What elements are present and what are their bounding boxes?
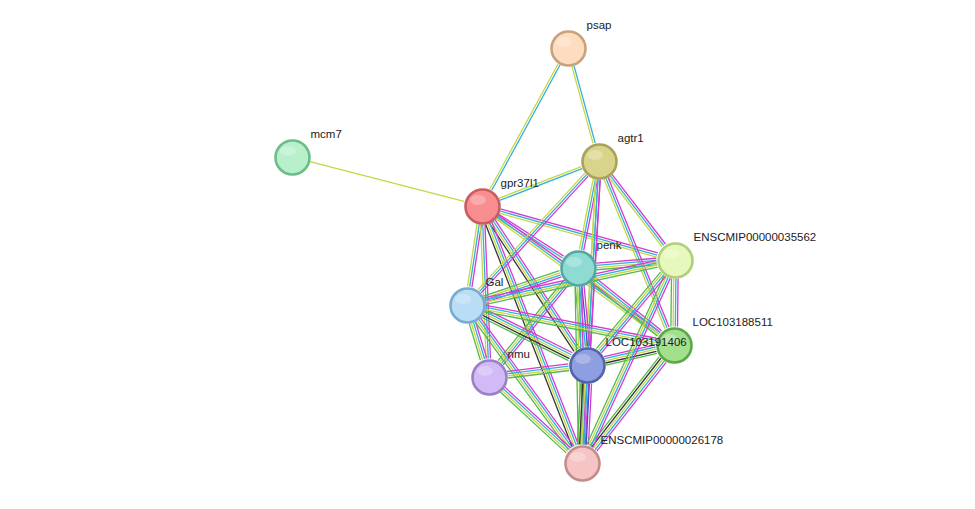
node-circle — [581, 143, 618, 180]
node-disc — [551, 31, 585, 65]
evidence-line — [470, 224, 479, 286]
evidence-line — [469, 324, 480, 361]
node-label: agtr1 — [618, 132, 644, 145]
node-highlight — [587, 150, 603, 160]
node-circle — [449, 287, 486, 324]
evidence-line — [492, 65, 560, 191]
node-highlight — [575, 354, 591, 364]
evidence-line — [490, 64, 558, 190]
node-circle — [471, 359, 508, 396]
node-highlight — [280, 146, 296, 156]
evidence-line — [585, 180, 600, 445]
protein-node: ENSCMIP00000026178 — [564, 445, 601, 482]
evidence-line — [610, 176, 663, 246]
node-label: nmu — [508, 348, 530, 361]
node-disc — [472, 360, 506, 394]
node-circle — [560, 250, 597, 287]
node-disc — [561, 251, 595, 285]
interaction-edge — [581, 179, 600, 444]
interaction-edge — [482, 309, 573, 360]
node-circle — [569, 347, 606, 384]
evidence-line — [581, 179, 596, 444]
protein-node: nmu — [471, 359, 508, 396]
protein-node: psap — [550, 30, 587, 67]
node-label: ENSCMIP00000026178 — [601, 434, 724, 447]
evidence-line — [310, 162, 464, 202]
node-label: LOC103191406 — [606, 336, 687, 349]
evidence-line — [490, 223, 577, 446]
interaction-edge — [490, 64, 560, 191]
node-label: ENSCMIP00000035562 — [694, 231, 817, 244]
evidence-line — [612, 174, 665, 244]
interaction-edge — [577, 383, 591, 445]
evidence-line — [500, 392, 566, 453]
evidence-line — [503, 389, 569, 450]
node-label: gpr37l1 — [501, 177, 539, 190]
protein-node: gpr37l1 — [464, 188, 501, 225]
node-circle — [550, 30, 587, 67]
node-highlight — [556, 37, 572, 47]
interaction-edge — [468, 224, 482, 287]
node-circle — [274, 139, 311, 176]
interaction-edge — [572, 66, 595, 144]
evidence-line — [672, 278, 674, 326]
node-disc — [465, 189, 499, 223]
evidence-line — [572, 66, 593, 143]
interaction-edge — [500, 387, 570, 453]
evidence-line — [574, 66, 595, 143]
node-label: Gal — [486, 276, 504, 289]
evidence-line — [675, 279, 677, 327]
protein-node: Gal — [449, 287, 486, 324]
node-highlight — [470, 195, 486, 205]
evidence-line — [579, 179, 593, 250]
node-disc — [450, 288, 484, 322]
evidence-line — [505, 387, 571, 448]
evidence-line — [468, 224, 477, 286]
evidence-line — [471, 323, 482, 360]
protein-node: agtr1 — [581, 143, 618, 180]
node-highlight — [663, 249, 679, 259]
node-highlight — [570, 452, 586, 462]
node-disc — [658, 243, 692, 277]
node-disc — [565, 446, 599, 480]
node-label: mcm7 — [311, 128, 342, 141]
node-highlight — [477, 366, 493, 376]
evidence-line — [577, 383, 580, 444]
node-highlight — [455, 294, 471, 304]
node-label: penk — [597, 239, 622, 252]
node-circle — [464, 188, 501, 225]
protein-node: LOC103191406 — [569, 347, 606, 384]
node-disc — [570, 348, 604, 382]
interaction-edge — [507, 364, 569, 378]
evidence-line — [481, 225, 486, 359]
evidence-line — [677, 279, 679, 327]
interaction-edge — [671, 278, 678, 326]
node-label: psap — [587, 19, 612, 32]
protein-node: ENSCMIP00000035562 — [657, 242, 694, 279]
node-highlight — [566, 257, 582, 267]
evidence-line — [472, 225, 481, 287]
protein-node: penk — [560, 250, 597, 287]
evidence-line — [583, 179, 598, 444]
node-circle — [564, 445, 601, 482]
node-circle — [657, 242, 694, 279]
node-disc — [582, 144, 616, 178]
evidence-line — [508, 371, 569, 379]
node-label: LOC103188511 — [693, 316, 773, 329]
interaction-edge — [596, 258, 657, 270]
interaction-edge — [310, 162, 464, 202]
node-disc — [275, 140, 309, 174]
evidence-line — [502, 390, 568, 451]
evidence-line — [670, 278, 672, 326]
evidence-line — [609, 177, 662, 247]
protein-node: mcm7 — [274, 139, 311, 176]
